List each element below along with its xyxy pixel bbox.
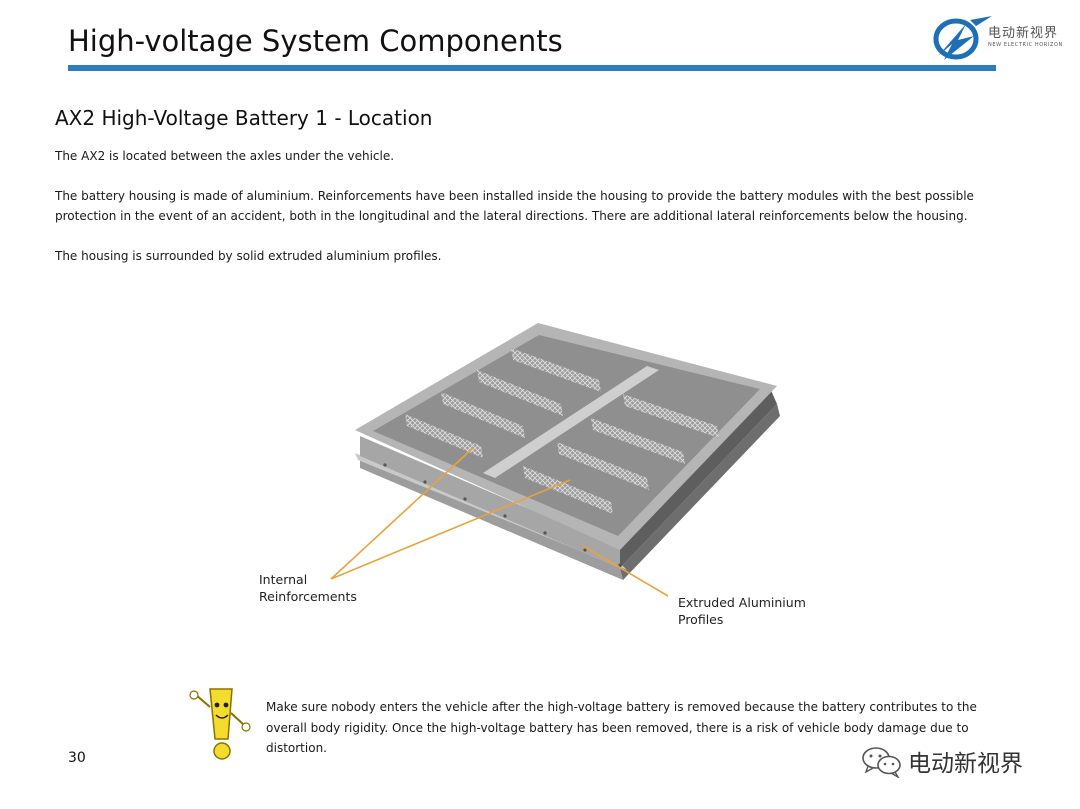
flange-bolts	[383, 463, 622, 567]
logo-text-en: NEW ELECTRIC HORIZON	[988, 42, 1063, 48]
center-beam	[483, 366, 659, 478]
reinforcement-rib	[557, 442, 649, 490]
reinforcement-rib	[511, 348, 601, 392]
page-number: 30	[68, 750, 86, 766]
callout-line: Extruded Aluminium	[678, 595, 806, 610]
paragraph-housing: The battery housing is made of aluminium…	[55, 189, 974, 223]
warning-note-text: Make sure nobody enters the vehicle afte…	[266, 700, 977, 755]
logo-text-cn: 电动新视界	[988, 26, 1059, 41]
slide-title: High-voltage System Components	[68, 24, 563, 58]
section-heading: AX2 High-Voltage Battery 1 - Location	[55, 106, 433, 130]
front-wall	[360, 436, 620, 568]
reinforcement-rib	[591, 418, 685, 464]
callout-line: Reinforcements	[259, 589, 357, 604]
callout-extruded-profiles: Extruded Aluminium Profiles	[678, 594, 806, 628]
exclamation-mascot-icon	[189, 688, 251, 760]
callout-line: Internal	[259, 572, 308, 587]
callout-leaders	[330, 447, 669, 597]
paragraph-location: The AX2 is located between the axles und…	[55, 149, 395, 163]
reinforcement-rib	[441, 392, 525, 438]
right-profile	[620, 404, 780, 580]
reinforcement-rib	[405, 414, 483, 458]
right-wall	[620, 388, 777, 568]
title-rule	[68, 65, 996, 71]
paragraph-profiles: The housing is surrounded by solid extru…	[55, 249, 442, 263]
watermark-text: 电动新视界	[908, 751, 1023, 777]
reinforcement-rib	[523, 466, 613, 514]
battery-housing-illustration	[330, 323, 780, 597]
inner-floor	[373, 335, 760, 536]
wechat-icon	[862, 747, 901, 778]
callout-internal-reinforcements: Internal Reinforcements	[259, 571, 357, 605]
reinforcement-rib	[477, 370, 563, 416]
reinforcement-rib	[623, 394, 719, 438]
callout-line: Profiles	[678, 612, 724, 627]
brand-logo-icon	[933, 16, 992, 60]
